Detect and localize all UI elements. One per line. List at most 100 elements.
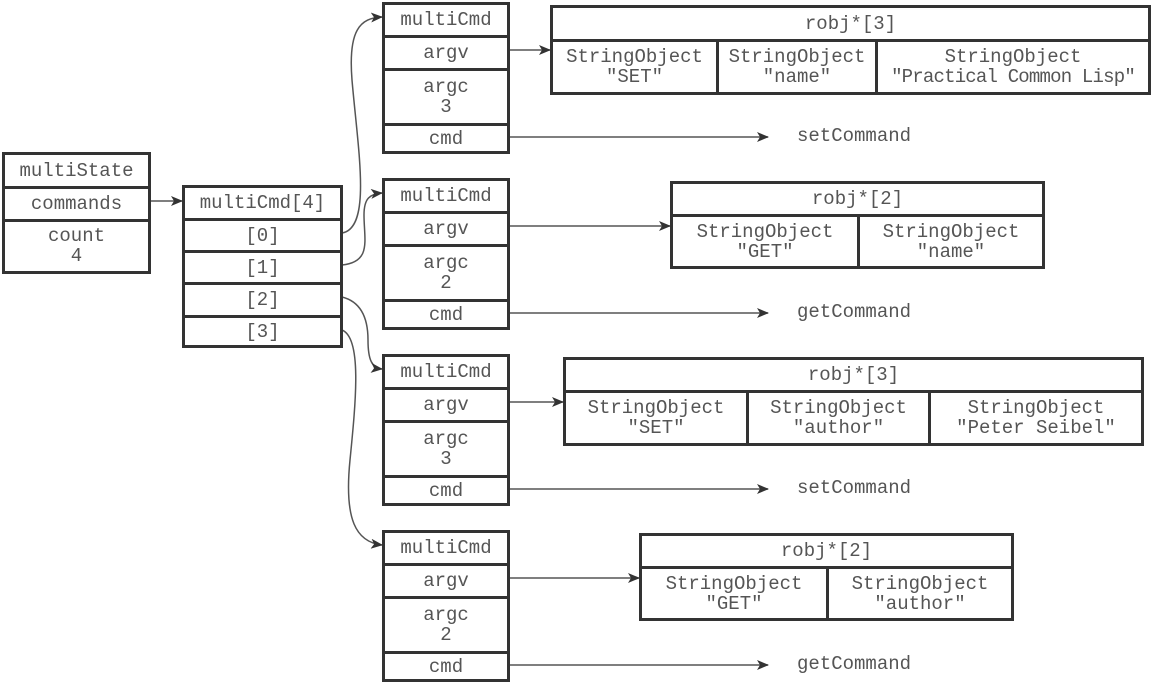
slot-0-pointer-arrow — [341, 12, 383, 234]
multicmd-title-text: multiCmd — [400, 185, 492, 207]
string-object-1: StringObject"author" — [826, 569, 1011, 618]
argv-label: argv — [423, 394, 469, 416]
commands-array-slot-1: [1] — [185, 250, 340, 282]
multicmd-argv-field: argv — [385, 563, 507, 596]
multicmd-argv-field: argv — [385, 211, 507, 244]
argv-array-0: robj*[3] StringObject"SET" StringObject"… — [550, 5, 1151, 95]
multicmd-title: multiCmd — [385, 533, 507, 563]
string-object-0: StringObject"SET" — [553, 42, 716, 92]
multicmd-cmd-field: cmd — [385, 123, 507, 151]
object-value: "SET" — [605, 66, 663, 88]
object-type: StringObject — [967, 397, 1105, 419]
multicmd-title: multiCmd — [385, 5, 507, 35]
string-object-0: StringObject"GET" — [642, 569, 826, 618]
object-type: StringObject — [587, 397, 725, 419]
argv-array-title-text: robj*[3] — [804, 12, 897, 35]
argv-array-1: robj*[2] StringObject"GET" StringObject"… — [670, 181, 1045, 269]
command-function-2: setCommand — [797, 477, 912, 499]
object-value: "GET" — [736, 240, 794, 263]
argv-array-title: robj*[2] — [642, 536, 1011, 566]
multicmd-argv-field: argv — [385, 35, 507, 68]
slot-label: [0] — [245, 224, 280, 247]
commands-array-slot-2: [2] — [185, 282, 340, 315]
multicmd-title-text: multiCmd — [400, 537, 492, 559]
argv-array-title: robj*[3] — [553, 8, 1148, 39]
argc-label: argc — [423, 76, 469, 98]
argv-array-title-text: robj*[2] — [811, 188, 904, 210]
object-type: StringObject — [728, 46, 866, 68]
multistate-commands-field: commands — [5, 186, 148, 219]
argc-value: 2 — [440, 624, 452, 646]
command-function-1: getCommand — [797, 301, 912, 323]
string-object-0: StringObject"SET" — [566, 393, 746, 443]
object-value: "author" — [874, 592, 966, 615]
count-field-label: count — [47, 225, 105, 247]
cmd-label: cmd — [428, 479, 464, 502]
multicmd-argv-field: argv — [385, 387, 507, 420]
string-object-1: StringObject"name" — [857, 217, 1042, 266]
argv-array-title-text: robj*[2] — [780, 540, 873, 562]
object-type: StringObject — [566, 46, 703, 68]
commands-array-title: multiCmd[4] — [185, 188, 340, 218]
argc-label: argc — [423, 252, 469, 274]
object-type: StringObject — [882, 220, 1020, 243]
cmd-label: cmd — [428, 127, 464, 150]
multicmd-cmd-field: cmd — [385, 651, 507, 679]
cmd-label: cmd — [428, 303, 464, 326]
slot-2-pointer-arrow — [341, 296, 383, 373]
commands-array-slot-3: [3] — [185, 315, 340, 345]
object-value: "SET" — [627, 417, 685, 439]
argv-array-title: robj*[3] — [566, 360, 1141, 390]
commands-field-label: commands — [30, 193, 123, 215]
argc-value: 3 — [440, 96, 452, 118]
object-value: "Peter Seibel" — [956, 417, 1116, 439]
object-value: "name" — [762, 66, 832, 88]
argc-label: argc — [423, 428, 469, 450]
multicmd-title: multiCmd — [385, 357, 507, 387]
string-object-2: StringObject"Peter Seibel" — [928, 393, 1141, 443]
multicmd-cmd-field: cmd — [385, 475, 507, 503]
argv-array-2: robj*[3] StringObject"SET" StringObject"… — [563, 357, 1144, 446]
count-field-value: 4 — [70, 245, 83, 267]
argc-value: 2 — [440, 272, 452, 294]
argv-label: argv — [423, 570, 469, 592]
string-object-1: StringObject"name" — [716, 42, 875, 92]
argc-label: argc — [423, 604, 469, 626]
cmd-label: cmd — [428, 655, 464, 678]
argv-label: argv — [423, 218, 469, 240]
slot-1-pointer-arrow — [341, 188, 383, 266]
argv-label: argv — [423, 42, 469, 64]
string-object-1: StringObject"author" — [746, 393, 928, 443]
string-object-2: StringObject"Practical Common Lisp" — [875, 42, 1148, 92]
object-value: "Practical Common Lisp" — [891, 66, 1136, 88]
argv-array-3: robj*[2] StringObject"GET" StringObject"… — [639, 533, 1014, 621]
argv-array-title-text: robj*[3] — [807, 364, 900, 386]
slot-3-pointer-arrow — [341, 329, 383, 549]
multicmd-title-text: multiCmd — [400, 361, 492, 383]
commands-array: multiCmd[4] [0] [1] [2] [3] — [182, 185, 343, 348]
object-value: "author" — [792, 417, 885, 439]
multicmd-cmd-field: cmd — [385, 299, 507, 327]
object-value: "GET" — [705, 592, 763, 615]
multistate-title: multiState — [5, 155, 148, 186]
multicmd-title-text: multiCmd — [400, 9, 492, 31]
command-function-0: setCommand — [797, 125, 912, 147]
slot-label: [3] — [245, 320, 280, 343]
slot-label: [2] — [245, 289, 280, 311]
multicmd-title: multiCmd — [385, 181, 507, 211]
slot-label: [1] — [245, 256, 280, 279]
string-object-0: StringObject"GET" — [673, 217, 857, 266]
object-type: StringObject — [944, 46, 1082, 68]
object-type: StringObject — [665, 572, 803, 595]
object-value: "name" — [916, 240, 986, 263]
multistate-title-text: multiState — [19, 159, 134, 182]
